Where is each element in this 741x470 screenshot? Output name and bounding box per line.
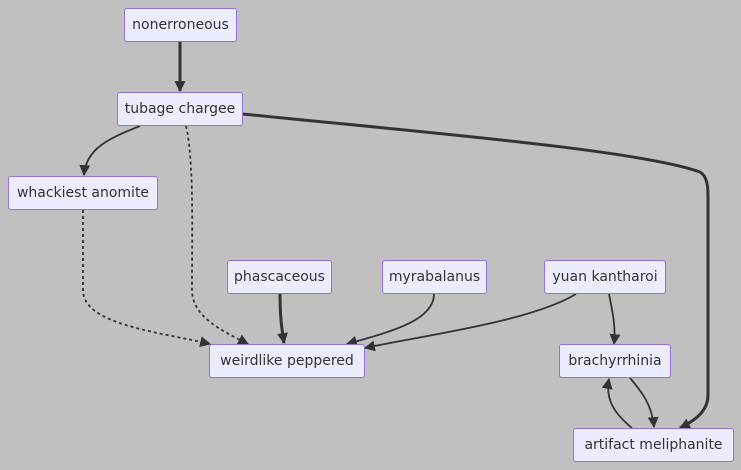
node-artifact-meliphanite[interactable]: artifact meliphanite [573, 428, 734, 462]
node-label: nonerroneous [132, 17, 229, 33]
edge-myrabalanus-to-weirdlike [345, 293, 435, 347]
node-myrabalanus[interactable]: myrabalanus [382, 260, 487, 294]
node-label: myrabalanus [388, 269, 481, 285]
node-label: yuan kantharoi [552, 269, 658, 285]
edge-yuan-to-brachyrrhinia [608, 293, 621, 346]
node-label: whackiest anomite [16, 185, 150, 201]
node-yuan-kantharoi[interactable]: yuan kantharoi [544, 260, 666, 294]
edge-phascaceous-to-weirdlike [277, 293, 288, 345]
edge-whackiest-to-weirdlike [82, 210, 212, 348]
edge-tubage-to-weirdlike [185, 125, 249, 345]
node-label: tubage chargee [124, 101, 236, 117]
edge-tubage-to-artifact [242, 112, 710, 430]
edge-brachyrrhinia-to-artifact [629, 377, 659, 429]
node-phascaceous[interactable]: phascaceous [227, 260, 332, 294]
node-tubage-chargee[interactable]: tubage chargee [117, 92, 243, 126]
edge-artifact-to-brachyrrhinia [601, 377, 633, 429]
node-label: brachyrrhinia [568, 353, 662, 369]
edge-tubage-to-whackiest [79, 125, 141, 177]
node-label: weirdlike peppered [220, 353, 354, 369]
node-weirdlike-peppered[interactable]: weirdlike peppered [209, 344, 365, 378]
node-label: artifact meliphanite [584, 437, 723, 453]
node-label: phascaceous [234, 269, 325, 285]
node-brachyrrhinia[interactable]: brachyrrhinia [559, 344, 671, 378]
node-nonerroneous[interactable]: nonerroneous [124, 8, 237, 42]
edge-yuan-to-weirdlike [363, 293, 577, 352]
node-whackiest-anomite[interactable]: whackiest anomite [8, 176, 158, 210]
